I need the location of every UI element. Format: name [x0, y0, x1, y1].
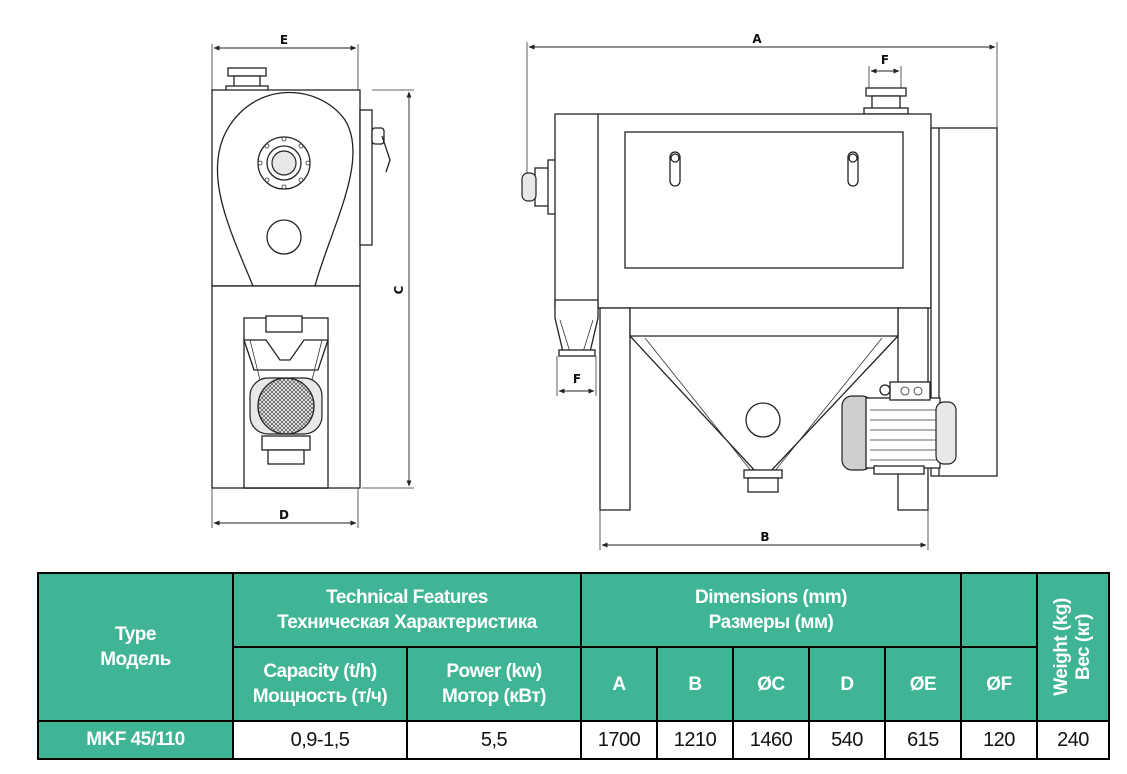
dim-label-a: A — [752, 32, 762, 46]
capacity-cell: 0,9-1,5 — [232, 720, 408, 760]
dim-b-cell: 1210 — [656, 720, 734, 760]
spec-table: Type Модель Technical Features Техническ… — [37, 572, 1110, 760]
capacity-header: Capacity (t/h) Мощность (т/ч) — [232, 646, 408, 722]
dimensions-header: Dimensions (mm) Размеры (мм) — [580, 572, 962, 648]
dimensions-header-ru: Размеры (мм) — [708, 612, 834, 633]
dim-col-b: B — [656, 646, 734, 722]
dim-f-cell: 120 — [960, 720, 1038, 760]
power-header-ru: Мотор (кВт) — [442, 686, 546, 707]
dim-label-c: C — [392, 285, 406, 294]
dim-col-f: ØF — [960, 646, 1038, 722]
dim-label-f-top: F — [881, 53, 889, 67]
power-header: Power (kw) Мотор (кВт) — [406, 646, 582, 722]
dim-e-cell: 615 — [884, 720, 962, 760]
weight-header-en: Weight (kg) — [1051, 598, 1072, 696]
dimensions-header-blank — [960, 572, 1038, 648]
dim-d-cell: 540 — [808, 720, 886, 760]
weight-header: Weight (kg) Вес (кг) — [1036, 572, 1110, 722]
weight-header-ru: Вес (кг) — [1073, 614, 1094, 680]
type-header-ru: Модель — [100, 649, 171, 670]
dim-a-cell: 1700 — [580, 720, 658, 760]
dim-c-cell: 1460 — [732, 720, 810, 760]
type-header: Type Модель — [37, 572, 234, 722]
power-cell: 5,5 — [406, 720, 582, 760]
type-header-en: Type — [115, 624, 156, 645]
dim-label-b: B — [760, 530, 769, 544]
weight-cell: 240 — [1036, 720, 1110, 760]
dim-col-c: ØC — [732, 646, 810, 722]
dim-label-d: D — [279, 508, 289, 522]
model-cell: MKF 45/110 — [37, 720, 234, 760]
side-view: A F F — [521, 32, 998, 550]
weight-header-text: Weight (kg) Вес (кг) — [1051, 598, 1095, 696]
capacity-header-en: Capacity (t/h) — [263, 661, 377, 682]
dim-col-e: ØE — [884, 646, 962, 722]
dim-col-d: D — [808, 646, 886, 722]
technical-drawing: E — [211, 32, 998, 550]
dim-label-f-side: F — [573, 372, 581, 386]
power-header-en: Power (kw) — [446, 661, 542, 682]
tech-features-header-en: Technical Features — [326, 587, 488, 608]
front-view: E — [211, 33, 414, 528]
capacity-header-ru: Мощность (т/ч) — [252, 686, 388, 707]
dimensions-header-en: Dimensions (mm) — [695, 587, 847, 608]
tech-features-header: Technical Features Техническая Характери… — [232, 572, 582, 648]
tech-features-header-ru: Техническая Характеристика — [277, 612, 537, 633]
table-row: MKF 45/110 0,9-1,5 5,5 1700 1210 1460 54… — [37, 720, 1110, 760]
dim-label-e: E — [280, 33, 288, 47]
dim-col-a: A — [580, 646, 658, 722]
